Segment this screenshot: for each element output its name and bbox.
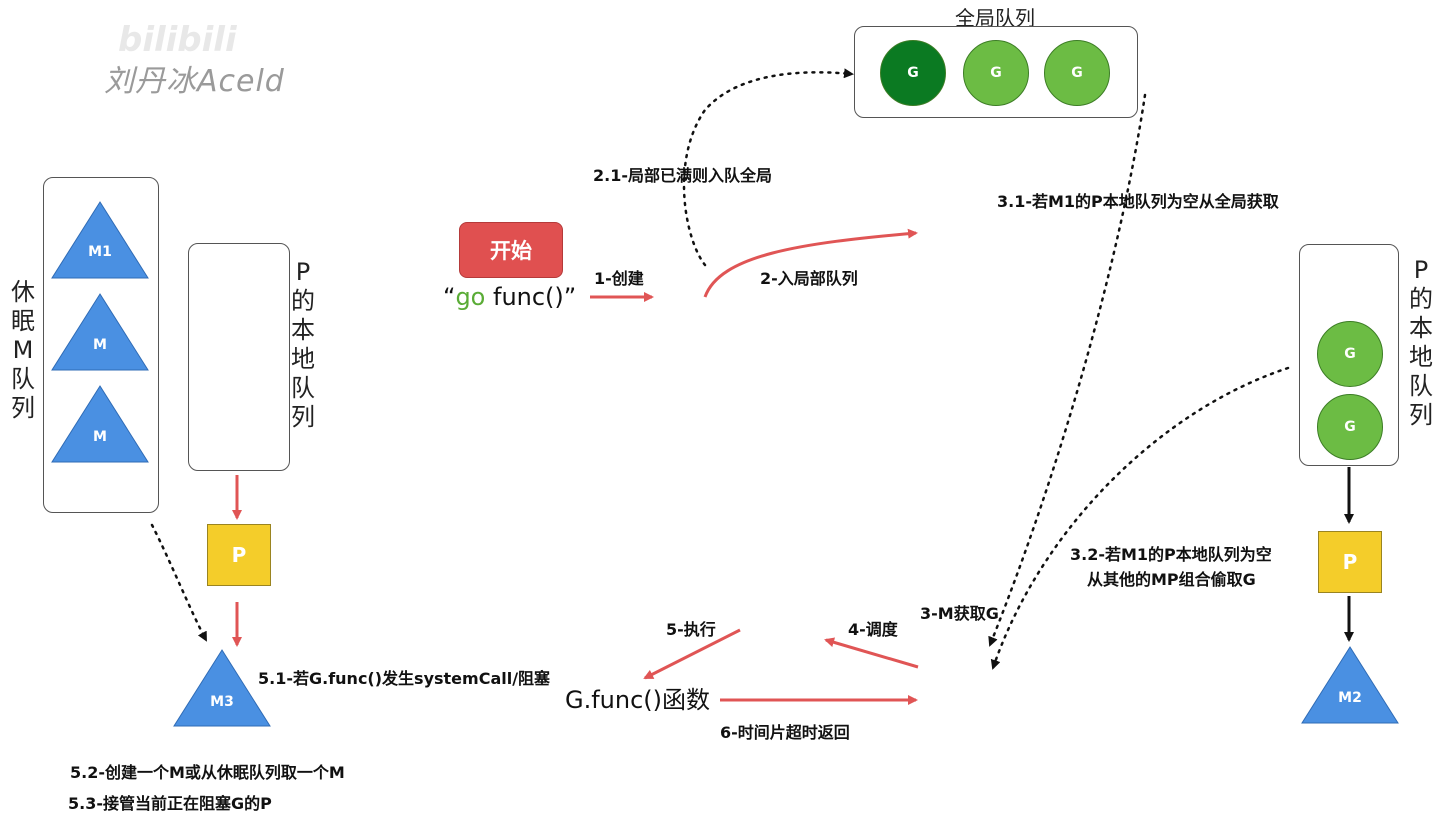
step-3-2-label-line1: 3.2-若M1的P本地队列为空 [1070, 545, 1272, 564]
step-5-label: 5-执行 [666, 620, 716, 639]
p-local-queue-right-title: P 的 本 地 队 列 [1409, 256, 1433, 429]
m2-label: M2 [1338, 690, 1362, 706]
arrow-execute [643, 628, 741, 680]
g-goroutine: G [963, 40, 1029, 106]
step-6-label: 6-时间片超时返回 [720, 723, 850, 742]
m-triangle [51, 201, 149, 279]
m2-triangle [1301, 646, 1399, 724]
go-func-code: “go func()” [443, 283, 577, 311]
m3-triangle [173, 649, 271, 727]
step-3-1-label: 3.1-若M1的P本地队列为空从全局获取 [997, 192, 1279, 211]
p-local-queue-left-title: P 的 本 地 队 列 [291, 258, 315, 431]
p-local-queue-left-box [188, 243, 290, 471]
g-goroutine: G [1317, 394, 1383, 460]
arrow-schedule [824, 637, 919, 669]
step-3-label: 3-M获取G [920, 604, 999, 623]
g-goroutine-dark: G [880, 40, 946, 106]
gfunc-label: G.func()函数 [565, 686, 711, 714]
step-4-label: 4-调度 [848, 620, 898, 639]
arrow-from-global-queue [988, 93, 1147, 647]
step-1-label: 1-创建 [594, 269, 644, 288]
p-processor-right: P [1318, 531, 1382, 593]
m-triangle [51, 293, 149, 371]
sleep-m-queue-title: 休 眠 M 队 列 [11, 278, 35, 422]
arrow-sleep-to-m3 [150, 523, 208, 642]
m1-label: M1 [88, 244, 112, 260]
p-processor-left: P [207, 524, 271, 586]
go-keyword: go [455, 283, 486, 311]
step-5-1-label: 5.1-若G.func()发生systemCall/阻塞 [258, 669, 551, 688]
arrow-to-local-queue [703, 228, 918, 298]
step-5-2-label: 5.2-创建一个M或从休眠队列取一个M [70, 763, 345, 782]
m-label: M [93, 429, 107, 445]
arrow-to-global-queue [682, 68, 854, 267]
m3-label: M3 [210, 694, 234, 710]
start-button[interactable]: 开始 [459, 222, 563, 278]
m-triangle [51, 385, 149, 463]
step-3-2-label-line2: 从其他的MP组合偷取G [1087, 570, 1256, 589]
arrow-steal-from-other-p [990, 366, 1290, 670]
m-label: M [93, 337, 107, 353]
step-2-label: 2-入局部队列 [760, 269, 858, 288]
bilibili-watermark: bilibili [118, 20, 237, 60]
g-goroutine: G [1317, 321, 1383, 387]
author-watermark: 刘丹冰Aceld [104, 64, 285, 99]
g-goroutine: G [1044, 40, 1110, 106]
step-2-1-label: 2.1-局部已满则入队全局 [593, 166, 772, 185]
step-5-3-label: 5.3-接管当前正在阻塞G的P [68, 794, 272, 813]
